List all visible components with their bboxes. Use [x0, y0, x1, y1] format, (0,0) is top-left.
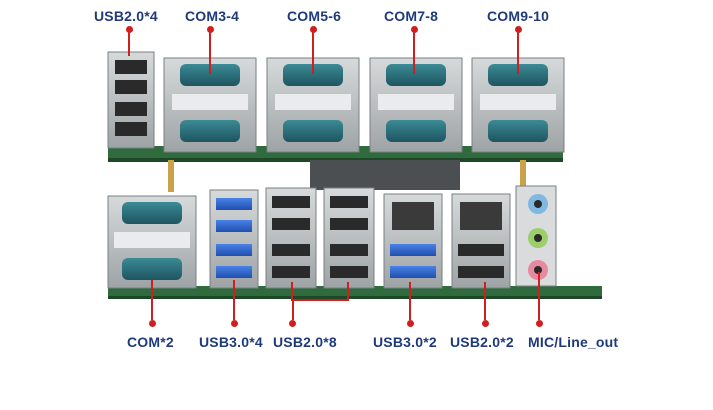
label-com7-8: COM7-8 — [384, 8, 439, 24]
com-ports-top — [163, 57, 565, 153]
label-com5-6: COM5-6 — [287, 8, 342, 24]
pointer-dot — [310, 26, 317, 33]
pointer-line — [413, 30, 415, 74]
pointer-dot — [207, 26, 214, 33]
pointer-dot — [536, 320, 543, 327]
label-com3-4: COM3-4 — [185, 8, 240, 24]
com-ports-bottom — [107, 195, 197, 289]
pointer-line — [128, 30, 130, 56]
pointer-line — [517, 30, 519, 74]
pointer-line — [291, 282, 293, 300]
pointer-line — [484, 282, 486, 320]
pointer-dot — [515, 26, 522, 33]
pointer-dot — [231, 320, 238, 327]
lan1-usb30 — [383, 193, 443, 289]
pointer-line — [209, 30, 211, 74]
pointer-line — [409, 282, 411, 320]
pointer-dot — [149, 320, 156, 327]
lower-pcb — [108, 286, 602, 296]
pointer-dot — [407, 320, 414, 327]
label-usb30x2: USB3.0*2 — [373, 334, 437, 350]
label-usb20x4-top: USB2.0*4 — [94, 8, 158, 24]
pointer-line — [151, 280, 153, 320]
pointer-line — [292, 300, 294, 320]
pointer-line — [233, 280, 235, 320]
pointer-dot — [126, 26, 133, 33]
lan2-usb20 — [451, 193, 511, 289]
audio-jacks — [515, 185, 557, 287]
usb20-stacks-bottom — [265, 187, 375, 289]
pointer-dot — [482, 320, 489, 327]
label-com9-10: COM9-10 — [487, 8, 550, 24]
label-mic-line-out: MIC/Line_out — [528, 334, 619, 350]
pointer-line — [347, 282, 349, 300]
pointer-line — [538, 272, 540, 320]
pointer-bracket — [291, 299, 349, 301]
heatsink — [310, 160, 460, 190]
standoff — [168, 160, 174, 192]
pointer-dot — [411, 26, 418, 33]
label-usb20x8: USB2.0*8 — [273, 334, 337, 350]
standoff — [520, 160, 526, 192]
usb30-stack — [209, 189, 259, 289]
label-usb30x4: USB3.0*4 — [199, 334, 263, 350]
usb20-stack-top — [107, 51, 155, 149]
pointer-line — [312, 30, 314, 74]
pointer-dot — [289, 320, 296, 327]
label-usb20x2: USB2.0*2 — [450, 334, 514, 350]
label-comx2: COM*2 — [127, 334, 174, 350]
